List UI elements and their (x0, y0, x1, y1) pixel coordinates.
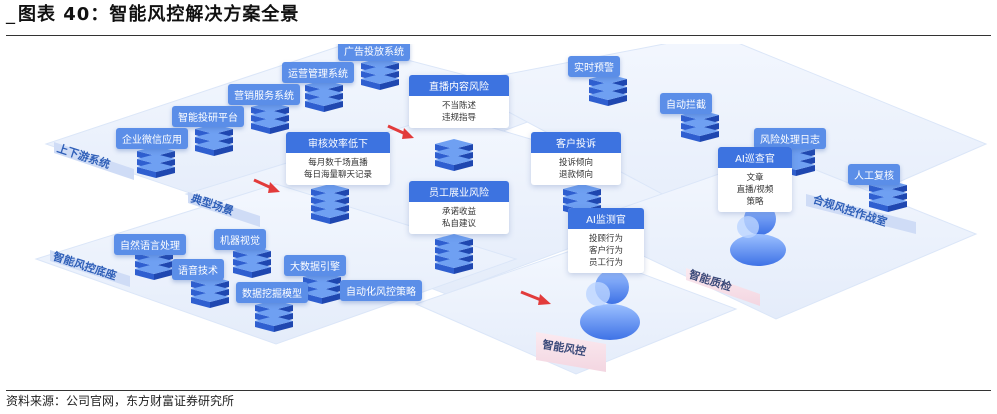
tag-risk-log: 风险处理日志 (754, 128, 826, 149)
card-complaint-title: 客户投诉 (531, 132, 621, 153)
card-live-risk-title: 直播内容风险 (409, 75, 509, 96)
card-live-risk-line: 不当陈述 (441, 101, 476, 111)
server-stack-icon (191, 276, 229, 308)
card-audit-title: 审核效率低下 (286, 132, 390, 153)
tag-speech: 语音技术 (172, 259, 224, 280)
arrow-3 (520, 290, 551, 305)
server-stack-icon (305, 80, 343, 112)
card-ai-patrol-line: 策略 (746, 197, 764, 207)
card-audit-line: 每日海量聊天记录 (303, 170, 372, 180)
figure-source: 资料来源：公司官网，东方财富证券研究所 (6, 394, 235, 408)
server-stack-icon (137, 146, 175, 178)
figure-title: 图表 40：智能风控解决方案全景 (6, 2, 299, 28)
region-bar-quality (686, 268, 760, 306)
card-employee-line: 承诺收益 (441, 207, 476, 217)
plate-risk (414, 248, 738, 375)
card-ai-patrol: AI巡查官 文章 直播/视频 策略 (718, 147, 792, 212)
tag-bigdata: 大数据引擎 (284, 255, 346, 276)
card-audit: 审核效率低下 每月数千场直播 每日海量聊天记录 (286, 132, 390, 185)
card-ai-monitor-line: 员工行为 (588, 258, 623, 268)
card-ai-monitor-line: 投顾行为 (588, 234, 623, 244)
tag-vision: 机器视觉 (214, 229, 266, 250)
region-bar-upstream (54, 142, 134, 180)
card-live-risk-line: 违规指导 (441, 113, 476, 123)
card-ai-patrol-line: 文章 (746, 173, 764, 183)
tag-auto-strategy: 自动化风控策略 (340, 280, 422, 301)
server-stack-icon (435, 139, 473, 171)
card-employee-risk: 员工展业风险 承诺收益 私自建议 (409, 181, 509, 234)
server-stack-icon (255, 300, 293, 332)
tag-wechat-app: 企业微信应用 (116, 128, 188, 149)
card-ai-patrol-line: 直播/视频 (736, 185, 774, 195)
tag-mining-model: 数据挖掘模型 (236, 282, 308, 303)
arrow-1 (387, 124, 414, 139)
card-ai-patrol-title: AI巡查官 (718, 147, 792, 168)
diagram-canvas: 上下游系统 典型场景 智能风控底座 智能风控 智能质检 合规风控作战室 广告投放… (16, 44, 990, 384)
region-bar-risk (536, 332, 606, 372)
region-bar-compliance (806, 194, 916, 234)
server-stack-icon (195, 124, 233, 156)
server-stack-icon (869, 180, 907, 212)
arrow-2 (253, 178, 280, 193)
card-audit-line: 每月数千场直播 (308, 158, 368, 168)
card-ai-monitor-line: 客户行为 (588, 246, 623, 256)
card-complaint: 客户投诉 投诉倾向 退款倾向 (531, 132, 621, 185)
tag-research-platform: 智能投研平台 (172, 106, 244, 127)
tag-marketing-system: 营销服务系统 (228, 84, 300, 105)
region-bar-scenarios (188, 192, 260, 227)
card-ai-monitor-title: AI监测官 (568, 208, 644, 229)
tag-auto-block: 自动拦截 (660, 93, 712, 114)
region-bar-foundation (50, 250, 130, 287)
server-stack-icon (435, 234, 473, 274)
server-stack-icon (563, 184, 601, 216)
server-stack-icon (681, 110, 719, 142)
card-live-risk: 直播内容风险 不当陈述 违规指导 (409, 75, 509, 128)
server-stack-icon (251, 102, 289, 134)
tag-realtime-alert: 实时预警 (568, 56, 620, 77)
tag-ops-system: 运营管理系统 (282, 62, 354, 83)
card-employee-line: 私自建议 (441, 219, 476, 229)
tag-manual-review: 人工复核 (848, 164, 900, 185)
card-ai-monitor: AI监测官 投顾行为 客户行为 员工行为 (568, 208, 644, 273)
ai-person-icon-1 (580, 270, 640, 340)
server-stack-icon (303, 272, 341, 304)
tag-ad-system: 广告投放系统 (338, 44, 410, 61)
server-stack-icon (233, 246, 271, 278)
server-stack-icon (361, 58, 399, 90)
server-stack-icon (589, 74, 627, 106)
tag-nlp: 自然语言处理 (114, 234, 186, 255)
card-complaint-line: 退款倾向 (558, 170, 593, 180)
server-stack-icon (311, 184, 349, 224)
plate-foundation (34, 183, 518, 345)
card-employee-title: 员工展业风险 (409, 181, 509, 202)
top-rule (6, 35, 991, 36)
card-complaint-line: 投诉倾向 (558, 158, 593, 168)
bottom-rule (6, 390, 991, 391)
